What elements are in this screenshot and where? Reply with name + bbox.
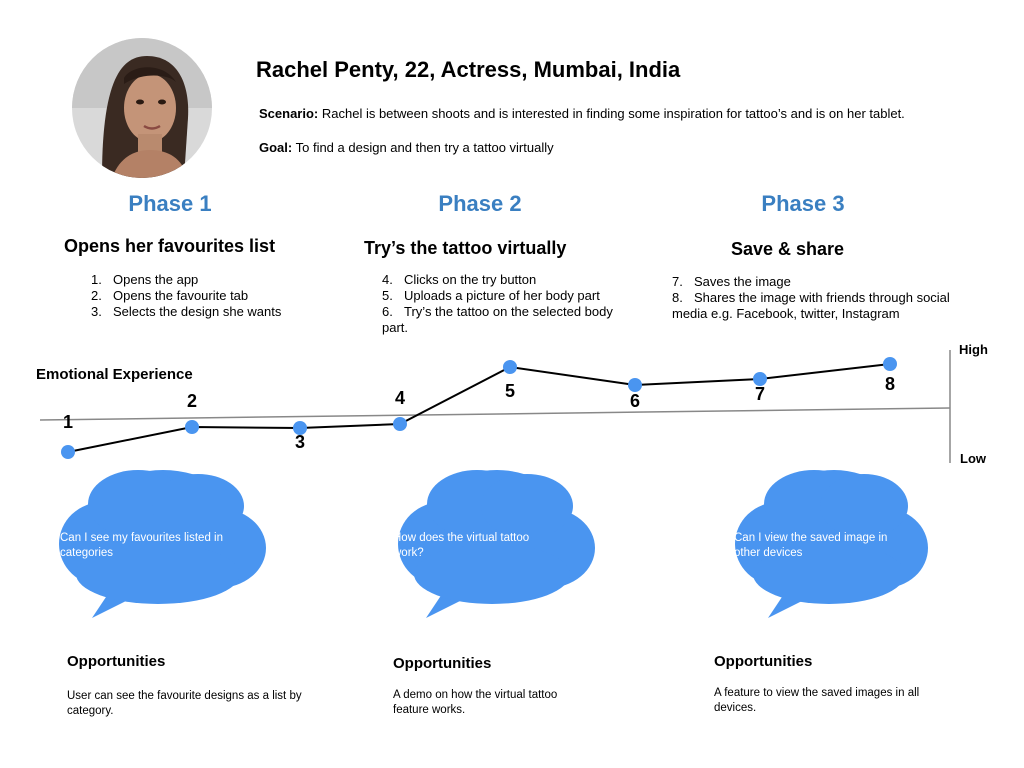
step-item: 7.Saves the image: [672, 274, 791, 289]
step-number-label: 6: [630, 391, 640, 411]
scenario-text: Rachel is between shoots and is interest…: [318, 106, 905, 121]
goal: Goal: To find a design and then try a ta…: [259, 140, 554, 155]
phase-2-heading: Phase 2: [438, 191, 522, 216]
step-number-label: 5: [505, 381, 515, 401]
opportunities-3-label: Opportunities: [714, 653, 813, 670]
opportunities-2-label: Opportunities: [393, 655, 492, 672]
thought-cloud-2: [398, 470, 595, 618]
step-number-label: 1: [63, 412, 73, 432]
phase-1-title: Opens her favourites list: [64, 236, 276, 256]
phase-1-steps: 1.Opens the app 2.Opens the favourite ta…: [91, 272, 281, 320]
scenario-label: Scenario:: [259, 106, 319, 121]
step-item: 5.Uploads a picture of her body part: [382, 288, 600, 303]
step-number-label: 8: [885, 374, 895, 394]
phase-1-heading: Phase 1: [128, 191, 212, 216]
question-3: Can I view the saved image in other devi…: [734, 532, 888, 559]
thought-cloud-1: [59, 470, 266, 618]
emotional-experience-label: Emotional Experience: [36, 366, 193, 383]
emotion-point-8: [883, 357, 897, 371]
step-number-label: 3: [295, 432, 305, 452]
opportunity-2-text: A demo on how the virtual tattoo feature…: [393, 689, 558, 716]
emotion-point-7: [753, 372, 767, 386]
emotion-point-6: [628, 378, 642, 392]
opportunity-1-text: User can see the favourite designs as a …: [67, 690, 302, 717]
baseline: [39, 407, 951, 421]
emotion-point-1: [61, 445, 75, 459]
opportunity-3-text: A feature to view the saved images in al…: [714, 687, 920, 714]
persona-photo: [72, 38, 212, 178]
step-number-label: 7: [755, 384, 765, 404]
phase-2-steps: 4.Clicks on the try button 5.Uploads a p…: [382, 272, 632, 336]
step-item: 4.Clicks on the try button: [382, 272, 537, 287]
step-item: 2.Opens the favourite tab: [91, 288, 249, 303]
emotion-point-4: [393, 417, 407, 431]
emotion-chart: 1 2 3 4 5 6 7 8: [39, 350, 951, 463]
phase-3-heading: Phase 3: [761, 191, 845, 216]
phase-2-title: Try’s the tattoo virtually: [364, 238, 567, 258]
question-1: Can I see my favourites listed in catego…: [60, 532, 223, 559]
opportunities-1-label: Opportunities: [67, 653, 166, 670]
phase-3-steps: 7.Saves the image 8.Shares the image wit…: [672, 274, 982, 322]
emotion-point-2: [185, 420, 199, 434]
emotion-point-5: [503, 360, 517, 374]
phase-3-title: Save & share: [731, 239, 845, 259]
step-item: 1.Opens the app: [91, 272, 199, 287]
emotion-point-3: [293, 421, 307, 435]
step-number-label: 2: [187, 391, 197, 411]
thought-cloud-3: [735, 470, 928, 618]
goal-text: To find a design and then try a tattoo v…: [292, 140, 554, 155]
step-item: 8.Shares the image with friends through …: [672, 290, 950, 321]
step-number-label: 4: [395, 388, 405, 408]
question-2: How does the virtual tattoo work?: [393, 532, 530, 559]
scenario: Scenario: Rachel is between shoots and i…: [259, 106, 905, 121]
step-item: 3.Selects the design she wants: [91, 304, 282, 319]
emotion-line: [67, 363, 891, 453]
goal-label: Goal:: [259, 140, 293, 155]
persona-title: Rachel Penty, 22, Actress, Mumbai, India: [256, 57, 681, 82]
emotion-points: 1 2 3 4 5 6 7 8: [61, 357, 897, 459]
step-item: 6.Try’s the tattoo on the selected body …: [382, 304, 613, 335]
low-label: Low: [960, 451, 986, 466]
high-label: High: [959, 342, 988, 357]
